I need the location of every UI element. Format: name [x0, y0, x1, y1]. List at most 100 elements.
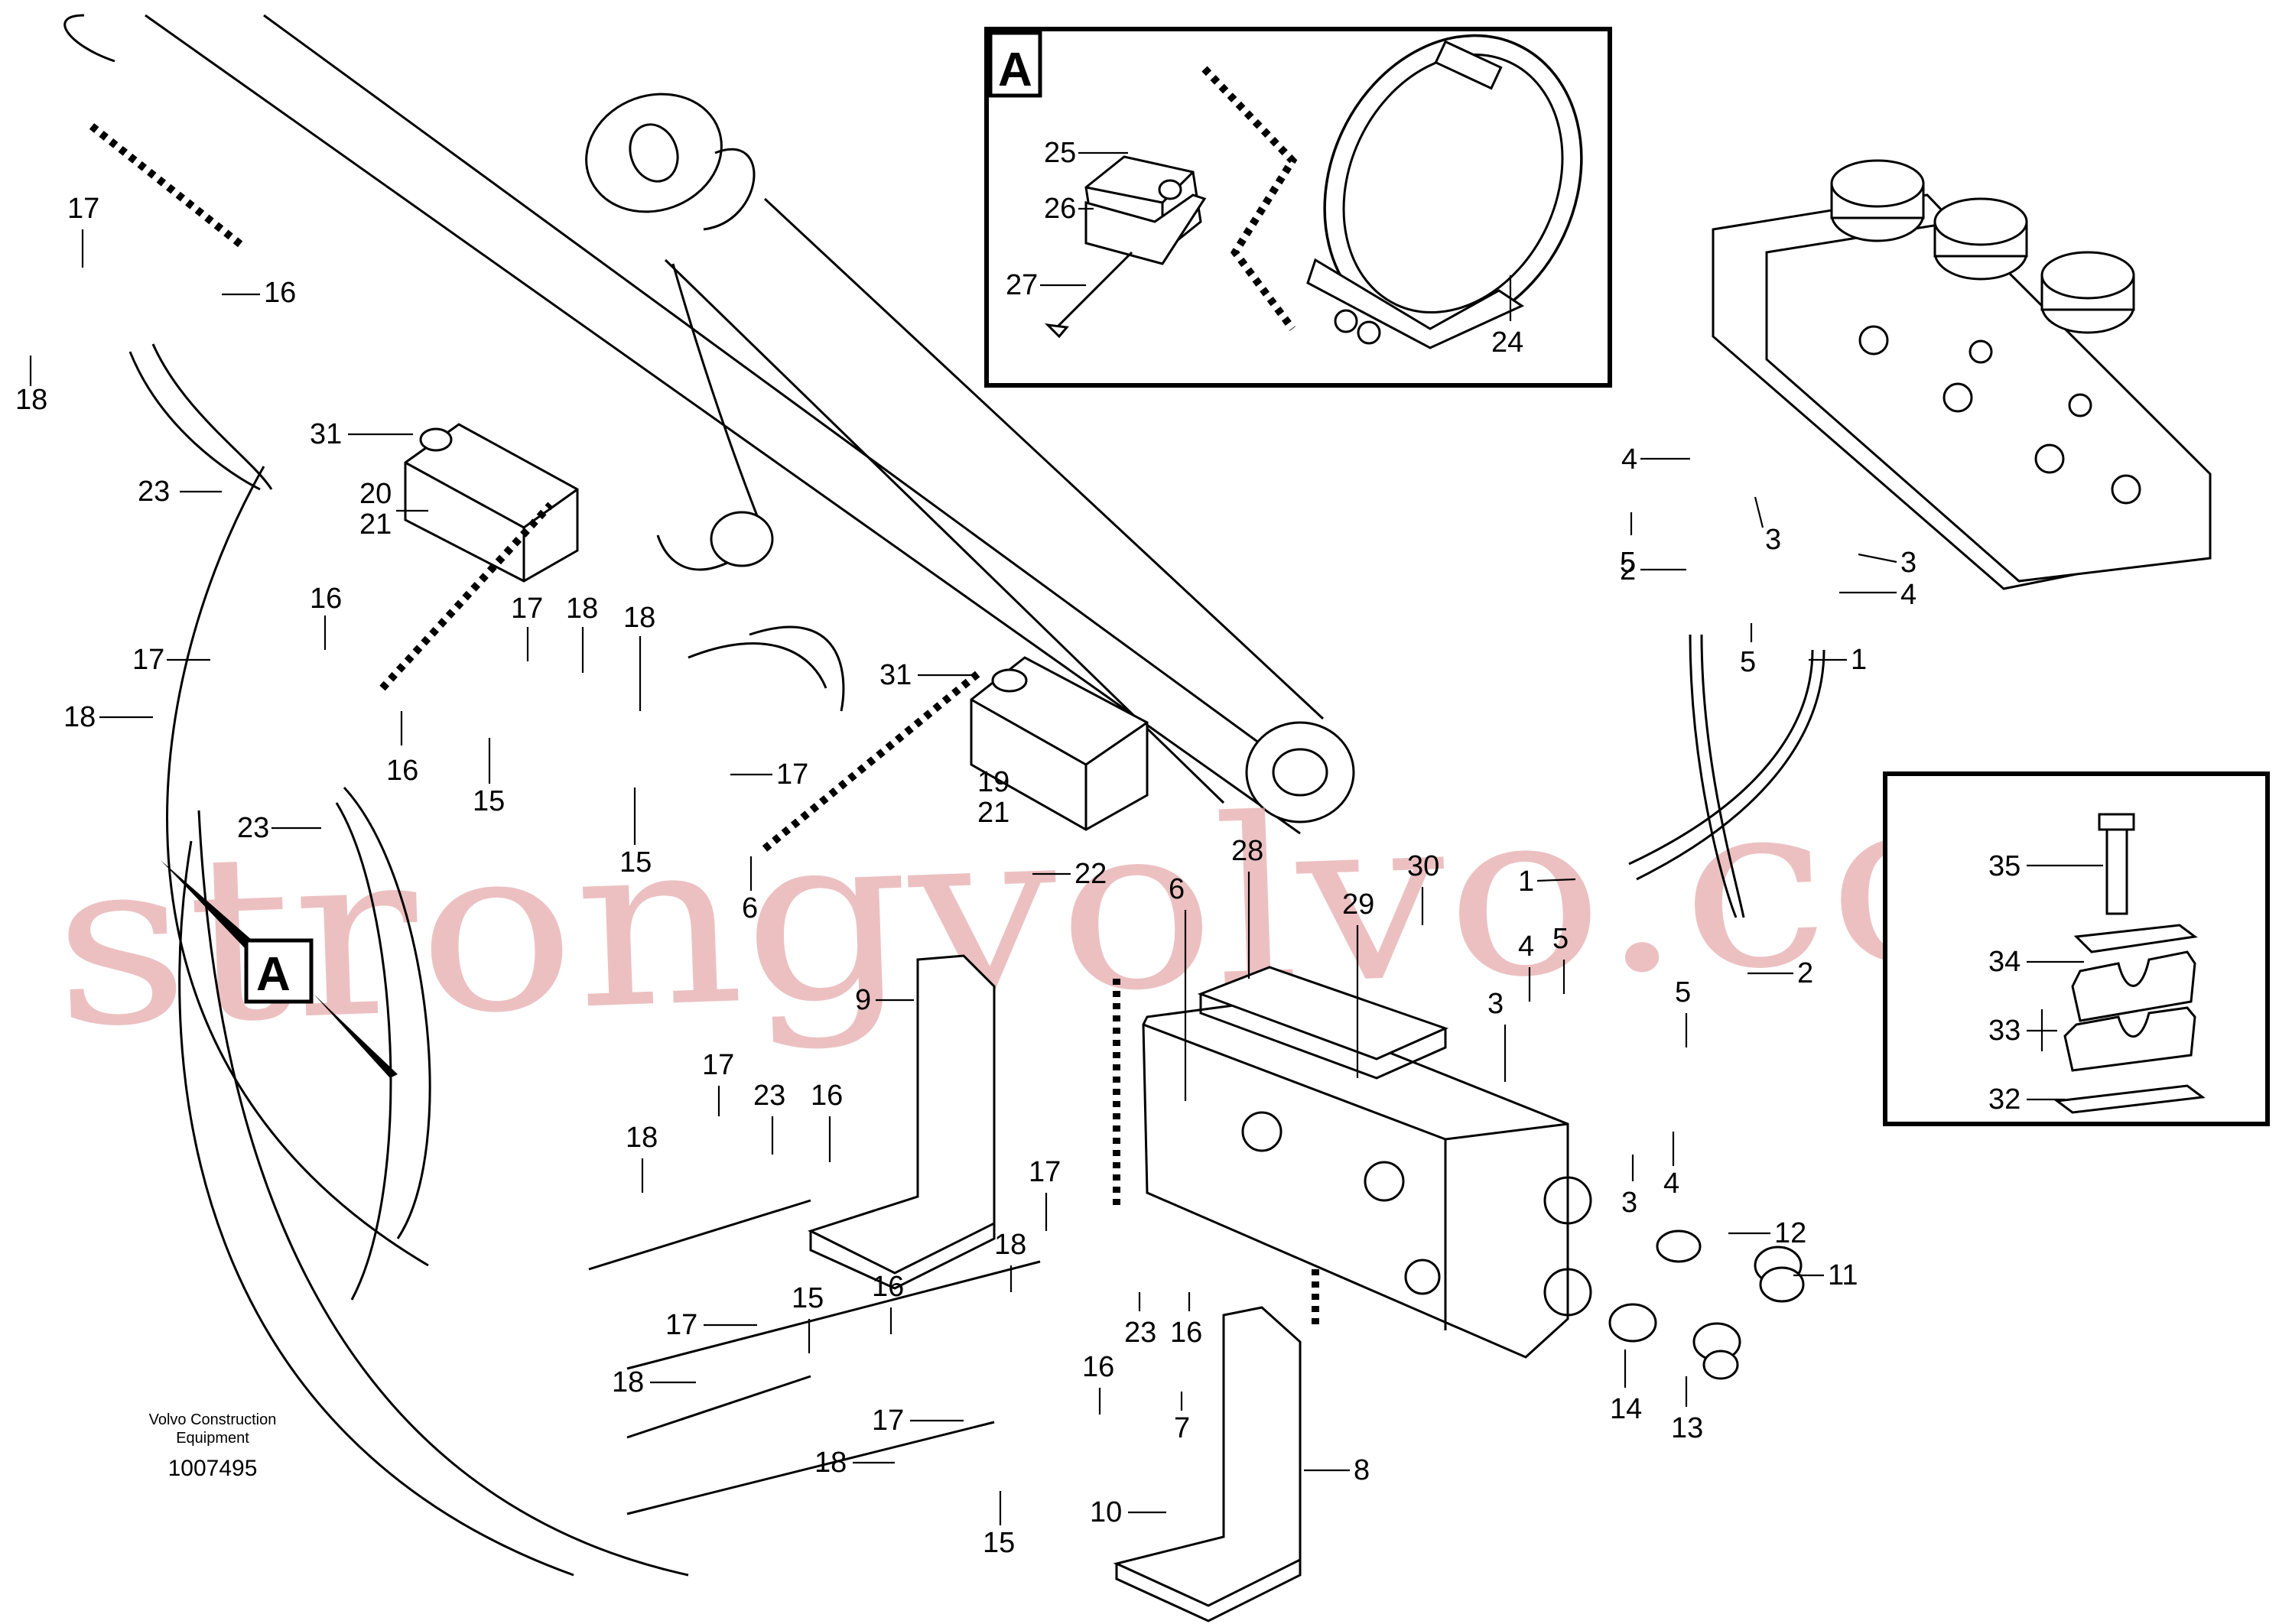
inset-clamp-kit [1883, 771, 2270, 1126]
inset-a-letter-box [988, 31, 1042, 98]
label-35: 35 [1988, 850, 2021, 882]
label-21: 21 [977, 797, 1009, 829]
label-22: 22 [1074, 858, 1107, 890]
label-17: 17 [776, 758, 808, 791]
label-18: 18 [566, 593, 598, 625]
label-18: 18 [994, 1229, 1026, 1261]
label-18: 18 [623, 602, 655, 634]
label-8: 8 [1354, 1454, 1370, 1486]
label-18: 18 [63, 701, 96, 733]
label-17: 17 [702, 1049, 734, 1081]
label-16: 16 [811, 1080, 843, 1112]
label-17: 17 [872, 1405, 904, 1437]
label-16: 16 [310, 583, 342, 615]
label-18: 18 [15, 384, 47, 416]
label-25: 25 [1044, 137, 1076, 169]
label-23: 23 [138, 476, 170, 508]
label-4: 4 [1621, 443, 1637, 476]
label-28: 28 [1231, 835, 1263, 867]
label-10: 10 [1090, 1496, 1122, 1528]
label-3: 3 [1900, 547, 1917, 579]
inset-detail-a: A [984, 27, 1612, 388]
label-31: 31 [879, 659, 912, 691]
label-27: 27 [1006, 269, 1038, 301]
label-17: 17 [665, 1309, 697, 1341]
label-5: 5 [1552, 923, 1569, 955]
label-33: 33 [1988, 1015, 2021, 1047]
label-19: 19 [977, 766, 1009, 798]
label-23: 23 [753, 1080, 785, 1112]
drawing-number: 1007495 [168, 1456, 258, 1481]
label-1: 1 [1851, 644, 1867, 676]
label-2: 2 [1620, 554, 1636, 586]
label-16: 16 [872, 1271, 904, 1303]
label-12: 12 [1774, 1217, 1806, 1249]
bracket-8 [1113, 1306, 1302, 1622]
label-11: 11 [1828, 1259, 1858, 1291]
manifold-20 [404, 423, 579, 583]
label-23: 23 [1124, 1317, 1156, 1349]
label-4: 4 [1900, 579, 1917, 611]
label-16: 16 [386, 755, 418, 787]
label-15: 15 [619, 846, 652, 879]
label-2: 2 [1797, 957, 1813, 989]
plug-11 [1656, 1229, 1805, 1303]
label-34: 34 [1988, 946, 2021, 978]
label-18: 18 [814, 1447, 847, 1479]
inset-a-labels: 25 26 27 24 [1006, 137, 1523, 359]
label-29: 29 [1342, 888, 1374, 921]
manifold-19 [970, 656, 1149, 831]
label-6: 6 [742, 892, 758, 924]
label-16: 16 [264, 277, 296, 309]
detail-marker-letter: A [256, 948, 291, 1001]
label-17: 17 [511, 593, 543, 625]
label-6: 6 [1169, 873, 1185, 905]
label-23: 23 [237, 812, 269, 844]
company-name-line2: Equipment [176, 1430, 249, 1447]
label-26: 26 [1044, 193, 1076, 225]
hydraulic-cylinder [585, 93, 1355, 823]
dashed-leaders [89, 123, 1319, 1330]
label-16: 16 [1170, 1317, 1202, 1349]
plug-13 [1608, 1303, 1741, 1380]
footer: Volvo Construction Equipment 1007495 [149, 1411, 277, 1481]
detail-marker-a: A [161, 860, 398, 1078]
label-16: 16 [1082, 1351, 1114, 1383]
label-18: 18 [626, 1122, 658, 1154]
label-15: 15 [473, 785, 505, 817]
inset-a-letter: A [998, 44, 1032, 96]
label-9: 9 [855, 984, 871, 1016]
hoses [128, 343, 1825, 1577]
bracket-9 [808, 954, 996, 1290]
inset-kit-labels: 35 34 33 32 [1988, 850, 2103, 1116]
label-5: 5 [1740, 646, 1756, 678]
control-valve-block [1712, 159, 2212, 590]
label-13: 13 [1671, 1412, 1703, 1444]
label-15: 15 [792, 1282, 824, 1314]
label-7: 7 [1174, 1412, 1190, 1444]
label-31: 31 [310, 418, 342, 450]
label-3: 3 [1765, 524, 1781, 556]
label-17: 17 [1029, 1156, 1061, 1188]
label-4: 4 [1663, 1168, 1679, 1200]
label-3: 3 [1487, 988, 1504, 1020]
label-4: 4 [1518, 931, 1534, 963]
label-14: 14 [1610, 1393, 1642, 1425]
label-3: 3 [1621, 1187, 1637, 1219]
label-30: 30 [1407, 850, 1439, 882]
label-32: 32 [1988, 1083, 2021, 1116]
label-5: 5 [1675, 976, 1691, 1009]
label-17: 17 [132, 644, 164, 676]
company-name-line1: Volvo Construction [149, 1411, 277, 1428]
label-1: 1 [1518, 866, 1534, 898]
distribution-block [1142, 966, 1592, 1359]
label-18: 18 [612, 1366, 644, 1398]
label-15: 15 [983, 1527, 1015, 1559]
part-labels: 17 16 18 23 31 20 21 16 17 18 23 17 18 1… [15, 193, 1917, 1559]
label-17: 17 [67, 193, 99, 225]
label-20: 20 [359, 478, 392, 510]
label-5: 5 [1620, 547, 1636, 579]
label-21: 21 [359, 508, 392, 541]
label-24: 24 [1491, 326, 1523, 359]
